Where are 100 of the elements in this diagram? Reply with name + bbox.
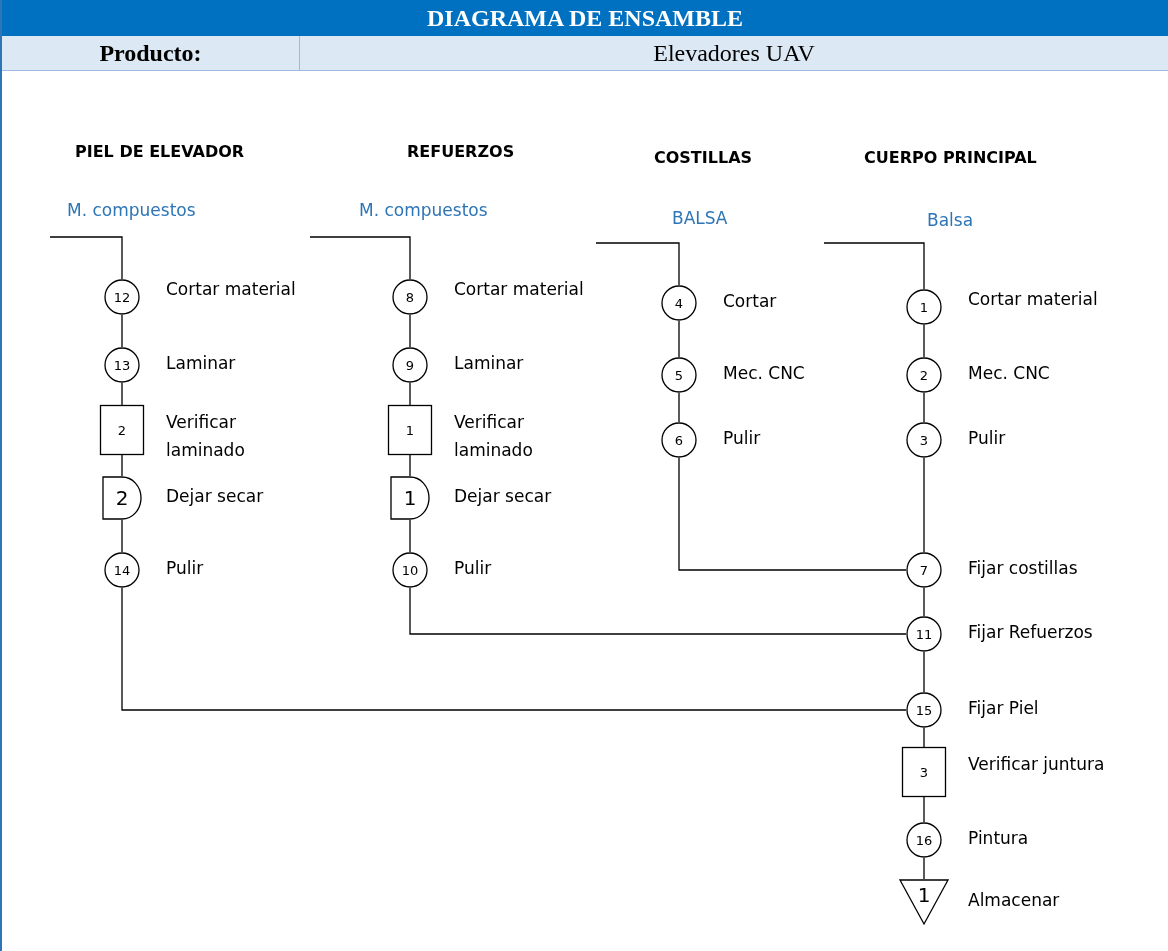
connector-line xyxy=(409,382,411,406)
connector-line xyxy=(923,727,925,748)
step-number: 3 xyxy=(919,764,929,780)
step-number: 1 xyxy=(405,422,415,438)
material-label: BALSA xyxy=(672,208,728,228)
connector-line xyxy=(409,314,411,348)
step-number: 2 xyxy=(117,422,127,438)
material-label: Balsa xyxy=(927,210,974,230)
delay-symbol xyxy=(102,476,142,520)
connector-line xyxy=(923,457,925,553)
step-number: 7 xyxy=(919,562,929,578)
column-heading: CUERPO PRINCIPAL xyxy=(864,148,1037,167)
connector-line xyxy=(121,454,123,477)
connector-line xyxy=(678,457,907,571)
step-label: Laminar xyxy=(166,352,237,375)
step-label: Dejar secar xyxy=(166,485,265,508)
column-heading: REFUERZOS xyxy=(407,142,515,161)
operation-circle xyxy=(661,285,697,321)
connector-line xyxy=(121,382,123,406)
operation-circle xyxy=(906,422,942,458)
operation-circle xyxy=(392,279,428,315)
step-label: Cortar xyxy=(723,290,778,313)
connector-line xyxy=(923,796,925,823)
connector-line xyxy=(923,324,925,358)
step-label: Dejar secar xyxy=(454,485,553,508)
operation-circle xyxy=(906,822,942,858)
connector-line xyxy=(923,392,925,423)
operation-circle xyxy=(104,279,140,315)
connector-line xyxy=(409,454,411,477)
inspection-square xyxy=(902,747,946,797)
step-label: Verificar laminado xyxy=(166,411,246,462)
step-number: 4 xyxy=(674,295,684,311)
step-label: Fijar Refuerzos xyxy=(968,621,1094,644)
step-label: Cortar material xyxy=(454,278,585,301)
step-label: Pulir xyxy=(723,427,762,450)
step-label: Verificar laminado xyxy=(454,411,534,462)
connector-line xyxy=(121,314,123,348)
connector-line xyxy=(923,587,925,617)
operation-circle xyxy=(906,552,942,588)
operation-circle xyxy=(906,289,942,325)
step-label: Pulir xyxy=(968,427,1007,450)
product-label: Producto: xyxy=(2,36,300,70)
connector-line xyxy=(409,587,907,635)
column-heading: COSTILLAS xyxy=(654,148,753,167)
material-label: M. compuestos xyxy=(67,200,196,220)
step-number: 13 xyxy=(113,357,131,373)
connector-line xyxy=(678,392,680,423)
operation-circle xyxy=(392,347,428,383)
connector-line xyxy=(309,236,411,280)
connector-line xyxy=(923,651,925,693)
step-number: 3 xyxy=(919,432,929,448)
step-number: 9 xyxy=(405,357,415,373)
step-number: 12 xyxy=(113,289,131,305)
step-number: 5 xyxy=(674,367,684,383)
step-number: 10 xyxy=(401,562,419,578)
inspection-square xyxy=(100,405,144,455)
step-label: Pulir xyxy=(454,557,493,580)
step-number: 1 xyxy=(403,486,417,510)
step-number: 11 xyxy=(915,626,933,642)
operation-circle xyxy=(392,552,428,588)
operation-circle xyxy=(661,422,697,458)
connector-line xyxy=(49,236,123,280)
connector-line xyxy=(121,519,123,553)
step-number: 2 xyxy=(115,486,129,510)
step-label: Cortar material xyxy=(166,278,297,301)
step-number: 14 xyxy=(113,562,131,578)
operation-circle xyxy=(104,552,140,588)
step-number: 16 xyxy=(915,832,933,848)
storage-triangle xyxy=(899,879,949,925)
operation-circle xyxy=(104,347,140,383)
connector-line xyxy=(121,587,907,711)
connector-line xyxy=(595,242,680,286)
operation-circle xyxy=(906,692,942,728)
material-label: M. compuestos xyxy=(359,200,488,220)
step-label: Fijar Piel xyxy=(968,697,1040,720)
step-label: Laminar xyxy=(454,352,525,375)
operation-circle xyxy=(661,357,697,393)
connector-line xyxy=(409,519,411,553)
connector-line xyxy=(678,320,680,358)
step-number: 2 xyxy=(919,367,929,383)
step-label: Pulir xyxy=(166,557,205,580)
inspection-square xyxy=(388,405,432,455)
product-name: Elevadores UAV xyxy=(652,38,816,68)
operation-circle xyxy=(906,357,942,393)
step-number: 1 xyxy=(919,299,929,315)
connector-line xyxy=(923,857,925,880)
step-label: Cortar material xyxy=(968,288,1099,311)
column-heading: PIEL DE ELEVADOR xyxy=(75,142,245,161)
step-label: Fijar costillas xyxy=(968,557,1079,580)
step-label: Almacenar xyxy=(968,889,1061,912)
step-number: 6 xyxy=(674,432,684,448)
delay-symbol xyxy=(390,476,430,520)
connector-line xyxy=(823,242,925,290)
operation-circle xyxy=(906,616,942,652)
step-label: Mec. CNC xyxy=(968,362,1051,385)
step-number: 15 xyxy=(915,702,933,718)
step-label: Pintura xyxy=(968,827,1030,850)
step-number: 8 xyxy=(405,289,415,305)
step-label: Mec. CNC xyxy=(723,362,806,385)
title-bar: DIAGRAMA DE ENSAMBLE xyxy=(2,0,1168,36)
